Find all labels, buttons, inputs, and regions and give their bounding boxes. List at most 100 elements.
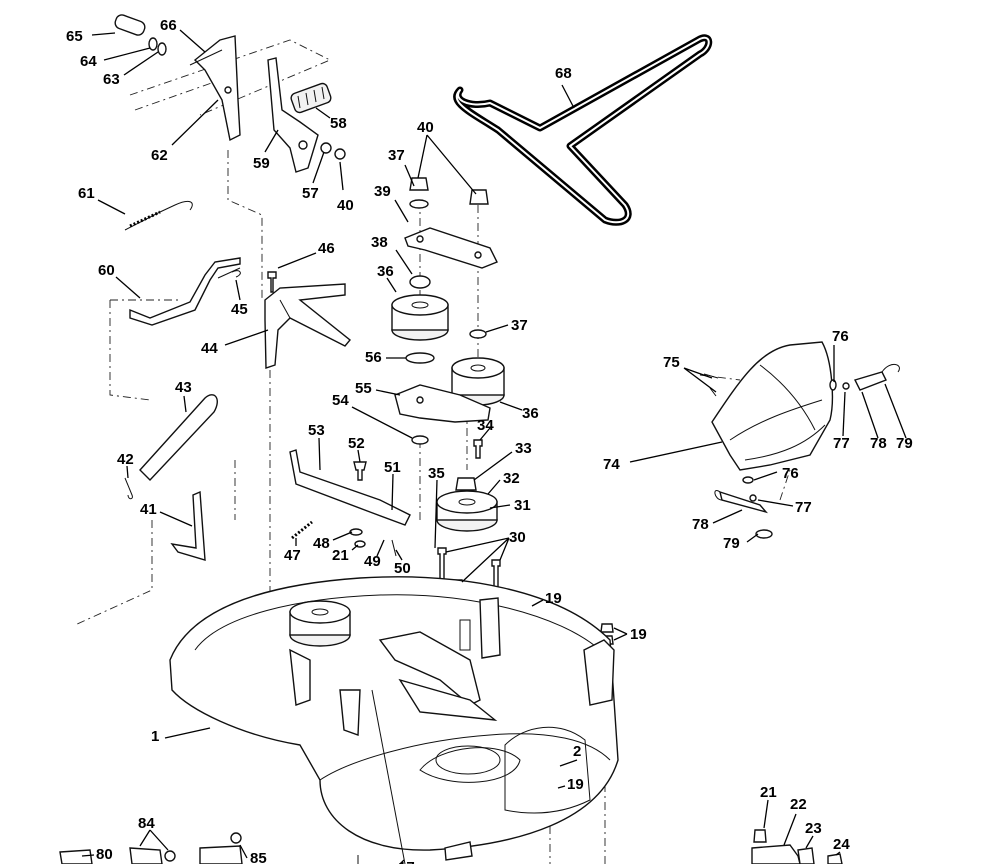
washer-part-54	[411, 435, 429, 445]
callout-61: 61	[78, 185, 95, 202]
callout-76: 76	[832, 328, 849, 345]
washer-part-37	[469, 329, 487, 339]
callout-62: 62	[151, 147, 168, 164]
washer-part-57	[320, 142, 332, 154]
callout-74: 74	[603, 456, 620, 473]
callout-49: 49	[364, 553, 381, 570]
clip-part-42	[124, 477, 133, 500]
callout-43: 43	[175, 379, 192, 396]
washer-part-56	[405, 352, 435, 364]
rod-part-17	[371, 689, 406, 864]
callout-78: 78	[692, 516, 709, 533]
callout-57: 57	[302, 185, 319, 202]
callout-75: 75	[663, 354, 680, 371]
callout-21: 21	[760, 784, 777, 801]
link-rod-part-43	[139, 394, 218, 482]
spring-part-61	[124, 200, 193, 231]
link-part-41	[170, 490, 206, 561]
callout-40: 40	[417, 119, 434, 136]
callout-46: 46	[318, 240, 335, 257]
callout-37: 37	[388, 147, 405, 164]
callout-37: 37	[511, 317, 528, 334]
callout-24: 24	[833, 836, 850, 853]
bolt-part-46	[267, 271, 277, 293]
callout-19: 19	[545, 590, 562, 607]
wheel-hardware-bottom-left	[59, 832, 243, 864]
callout-41: 41	[140, 501, 157, 518]
callout-76: 76	[782, 465, 799, 482]
bracket-hardware-bottom-right	[751, 829, 843, 864]
callout-labels: 65 66 64 63 62 59 58 57 40 40 37 39 68 6…	[66, 17, 913, 864]
nut-part-40	[334, 148, 346, 160]
callout-79: 79	[723, 535, 740, 552]
callout-45: 45	[231, 301, 248, 318]
discharge-chute-part-74	[711, 341, 834, 471]
idler-hardware-top	[409, 177, 489, 209]
callout-80: 80	[96, 846, 113, 863]
nut-part-33	[455, 477, 477, 491]
callout-33: 33	[515, 440, 532, 457]
callout-22: 22	[790, 796, 807, 813]
callout-23: 23	[805, 820, 822, 837]
callout-78: 78	[870, 435, 887, 452]
rod-part-60	[129, 257, 241, 326]
chute-hinge-hardware-upper	[829, 364, 900, 391]
callout-32: 32	[503, 470, 520, 487]
callout-68: 68	[555, 65, 572, 82]
callout-30: 30	[509, 529, 526, 546]
belt-guard-part-44	[264, 283, 351, 369]
callout-63: 63	[103, 71, 120, 88]
idler-plate-part-55	[394, 384, 491, 423]
callout-54: 54	[332, 392, 349, 409]
pedal-pad-part-58	[290, 82, 332, 114]
callout-79: 79	[896, 435, 913, 452]
idler-pulley-part-36a	[391, 294, 449, 341]
leader-lines	[81, 29, 907, 864]
callout-2: 2	[573, 743, 581, 760]
callout-56: 56	[365, 349, 382, 366]
callout-66: 66	[160, 17, 177, 34]
idler-arm-part-53	[289, 449, 411, 526]
callout-85: 85	[250, 850, 267, 864]
callout-64: 64	[80, 53, 97, 70]
callout-65: 65	[66, 28, 83, 45]
callout-51: 51	[384, 459, 401, 476]
callout-77: 77	[833, 435, 850, 452]
callout-59: 59	[253, 155, 270, 172]
spacer-part-38	[409, 275, 431, 289]
callout-48: 48	[313, 535, 330, 552]
idler-bracket-part-39	[404, 227, 498, 269]
chute-hinge-hardware-lower	[714, 476, 773, 539]
callout-84: 84	[138, 815, 155, 832]
nut-part-19b	[600, 623, 614, 633]
callout-36: 36	[522, 405, 539, 422]
callout-1: 1	[151, 728, 159, 745]
callout-55: 55	[355, 380, 372, 397]
callout-42: 42	[117, 451, 134, 468]
pin-part-45	[217, 267, 241, 279]
callout-36: 36	[377, 263, 394, 280]
bolt-part-34	[473, 439, 483, 459]
callout-47: 47	[284, 547, 301, 564]
callout-53: 53	[308, 422, 325, 439]
callout-44: 44	[201, 340, 218, 357]
spring-part-47	[291, 520, 313, 540]
callout-34: 34	[477, 417, 494, 434]
callout-60: 60	[98, 262, 115, 279]
callout-21: 21	[332, 547, 349, 564]
callout-52: 52	[348, 435, 365, 452]
bolts-part-75	[703, 373, 719, 397]
part-drawings	[59, 14, 900, 864]
pulley-part-32	[436, 490, 498, 532]
callout-38: 38	[371, 234, 388, 251]
callout-17: 17	[398, 859, 415, 864]
washer-part-48	[349, 528, 363, 536]
callout-39: 39	[374, 183, 391, 200]
callout-19: 19	[630, 626, 647, 643]
callout-35: 35	[428, 465, 445, 482]
belt-part-68	[453, 34, 713, 226]
knob-part-65	[114, 14, 167, 56]
bracket-part-62	[189, 35, 241, 142]
callout-40: 40	[337, 197, 354, 214]
